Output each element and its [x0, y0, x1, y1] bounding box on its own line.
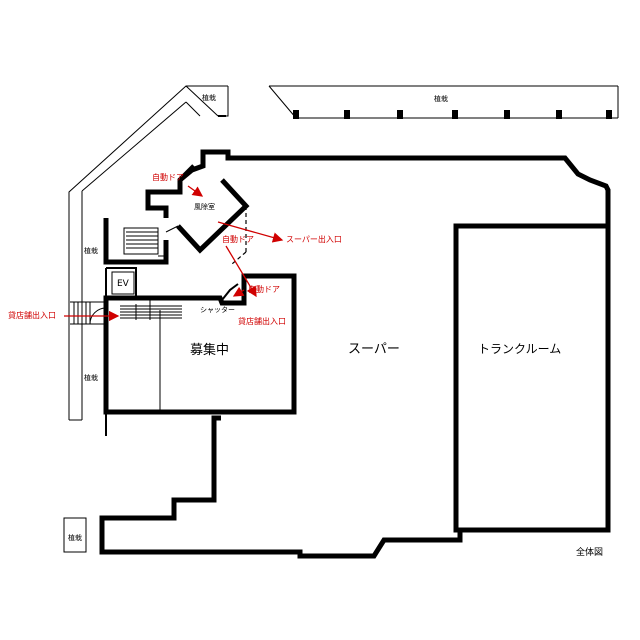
windbreak-room-label: 風除室	[194, 203, 215, 211]
planting-label-bottom: 植栽	[68, 534, 82, 542]
ev-label: EV	[117, 279, 129, 289]
windbreak-room	[145, 158, 250, 301]
planting-posts	[218, 110, 612, 119]
auto-door-label-1: 自動ドア	[152, 173, 184, 182]
super-label: スーパー	[348, 342, 400, 357]
left-entrance-steps	[70, 301, 107, 325]
stair-core	[103, 218, 182, 320]
planting-box-bottom	[63, 517, 87, 553]
recruiting-block	[103, 273, 297, 436]
recruiting-label: 募集中	[190, 343, 230, 358]
auto-door-label-3: 自動ドア	[248, 285, 280, 294]
trunk-room-label: トランクルーム	[478, 342, 562, 356]
rental-entrance-label-right: 貸店舗出入口	[238, 317, 286, 326]
planting-label-left-lower: 植栽	[84, 374, 98, 382]
planting-label-top-right: 植栽	[434, 95, 448, 103]
auto-door-label-2: 自動ドア	[222, 235, 254, 244]
site-boundary	[68, 85, 619, 421]
building-walls	[99, 149, 611, 559]
planting-label-top-left: 植栽	[202, 94, 216, 102]
planting-label-left-upper: 植栽	[84, 247, 98, 255]
rental-entrance-label-left: 貸店舗出入口	[8, 311, 56, 320]
annotation-arrows	[64, 185, 284, 322]
overall-plan-label: 全体図	[576, 548, 604, 558]
shutter-label: シャッター	[200, 306, 235, 314]
super-entrance-label: スーパー出入口	[286, 235, 342, 244]
